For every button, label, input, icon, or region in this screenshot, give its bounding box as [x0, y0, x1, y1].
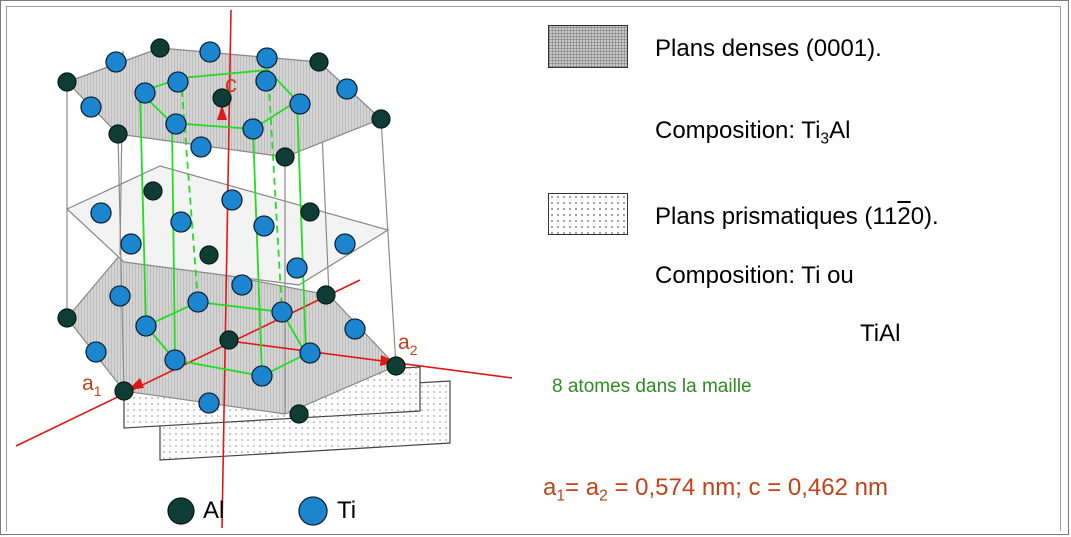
ti-atom — [286, 257, 308, 279]
prism-plane-swatch — [548, 193, 628, 235]
prism-planes-label: Plans prismatiques (1120). — [655, 203, 939, 230]
ti-atom — [190, 136, 212, 158]
al-atom — [371, 109, 391, 129]
legend-ti-label: Ti — [337, 497, 357, 524]
dense-plane-swatch — [548, 25, 628, 68]
ti-atom — [135, 315, 157, 337]
al-atom — [219, 330, 239, 350]
al-atom — [150, 38, 170, 58]
ti-atom — [251, 365, 273, 387]
ti-atom — [164, 349, 186, 371]
ti-atom — [85, 341, 107, 363]
al-atom — [309, 52, 329, 72]
al-atom — [199, 245, 219, 265]
dense-planes-label: Plans denses (0001). — [655, 35, 882, 62]
ti-atom — [271, 301, 293, 323]
prism-composition-alt: TiAl — [860, 320, 901, 347]
al-atom — [300, 202, 320, 222]
atoms-count-note: 8 atomes dans la maille — [552, 376, 752, 397]
al-atom — [386, 356, 406, 376]
al-atom — [316, 285, 336, 305]
al-atom — [108, 124, 128, 144]
al-atom — [143, 181, 163, 201]
ti-atom — [199, 41, 221, 63]
ti-atom — [165, 113, 187, 135]
al-atom — [289, 404, 309, 424]
axis-a2-arrowhead — [380, 355, 396, 366]
al-atom — [114, 381, 134, 401]
ti-atom — [105, 51, 127, 73]
ti-atom — [256, 47, 278, 69]
al-atom — [57, 308, 77, 328]
ti-atom — [187, 291, 209, 313]
ti-atom — [109, 285, 131, 307]
ti-atom — [299, 342, 321, 364]
ti-atom — [334, 233, 356, 255]
al-atoms — [57, 38, 406, 424]
ti-atom — [221, 189, 243, 211]
legend-al-marker — [167, 497, 195, 525]
figure-inner-border — [6, 6, 1061, 531]
ti-atom — [198, 392, 220, 414]
legend-al-label: Al — [203, 497, 225, 524]
ti-atom — [344, 318, 366, 340]
axis-a1-label: a1 — [82, 372, 102, 399]
al-atom — [275, 147, 295, 167]
ti-atom — [242, 118, 264, 140]
ti-atom — [167, 71, 189, 93]
legend-ti-marker — [298, 496, 328, 526]
ti-atom — [253, 215, 275, 237]
ti-atom — [80, 96, 102, 118]
prism-composition: Composition: Ti ou — [655, 262, 854, 289]
ti-atom — [134, 82, 156, 104]
ti-atom — [336, 78, 358, 100]
ti-atom — [90, 202, 112, 224]
axis-c-arrowhead — [217, 105, 227, 120]
axis-c-label: c — [225, 71, 237, 98]
axis-a2-label: a2 — [398, 331, 418, 358]
axis-a2 — [221, 339, 513, 379]
ti-atom — [120, 233, 142, 255]
dense-composition: Composition: Ti3Al — [655, 117, 851, 148]
ti-atom — [255, 70, 277, 92]
ti-atom — [289, 93, 311, 115]
ti-atoms — [80, 41, 366, 414]
ti-atom — [170, 211, 192, 233]
lattice-parameters: a1= a2 = 0,574 nm; c = 0,462 nm — [543, 474, 888, 505]
ti-atom — [231, 274, 253, 296]
al-atom — [57, 72, 77, 92]
al-atom — [212, 88, 232, 108]
